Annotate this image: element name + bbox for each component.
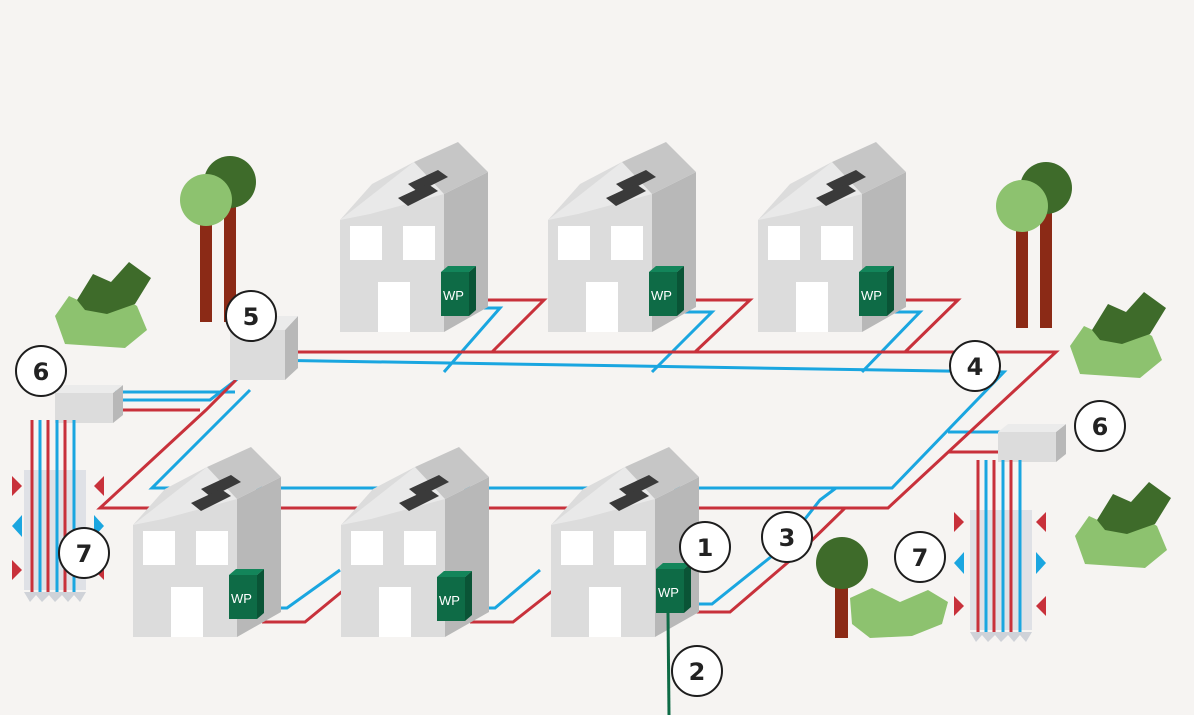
callout-7-right: 7 [894,531,946,583]
bush-icon [1075,482,1171,568]
heat-pump-label: WP [658,585,679,600]
house-back-3: WP [758,142,906,332]
tree-icon [816,537,868,638]
callout-label: 6 [1092,413,1109,441]
heat-pump-label: WP [231,591,252,606]
callout-3: 3 [761,511,813,563]
callout-label: 3 [779,524,796,552]
bush-icon [850,588,948,638]
probe-field-left [12,418,104,604]
callout-label: 1 [697,534,714,562]
heat-pump-label: WP [861,288,882,303]
callout-label: 2 [689,658,706,686]
callout-5: 5 [225,290,277,342]
callout-6-left: 6 [15,345,67,397]
callout-label: 4 [967,353,984,381]
house-front-3: WP [551,447,699,637]
probe-field-right [954,458,1046,644]
callout-label: 7 [76,540,93,568]
heat-pump-label: WP [443,288,464,303]
house-back-2: WP [548,142,696,332]
heat-pump-label: WP [439,593,460,608]
house-front-1: WP [133,447,281,637]
callout-1: 1 [679,521,731,573]
callout-2: 2 [671,645,723,697]
buffer-box-left [55,385,123,423]
house-back-1: WP [340,142,488,332]
callout-label: 6 [33,358,50,386]
bush-icon [1070,292,1166,378]
warm-pipe-network [96,298,1060,624]
callout-label: 7 [912,544,929,572]
heat-pump-label: WP [651,288,672,303]
house-front-2: WP [341,447,489,637]
callout-6-right: 6 [1074,400,1126,452]
buffer-box-right [998,424,1066,462]
bush-icon [55,262,151,348]
tree-icon [996,162,1072,328]
callout-4: 4 [949,340,1001,392]
callout-label: 5 [243,303,260,331]
callout-7-left: 7 [58,527,110,579]
ground-connection-line [666,612,671,715]
